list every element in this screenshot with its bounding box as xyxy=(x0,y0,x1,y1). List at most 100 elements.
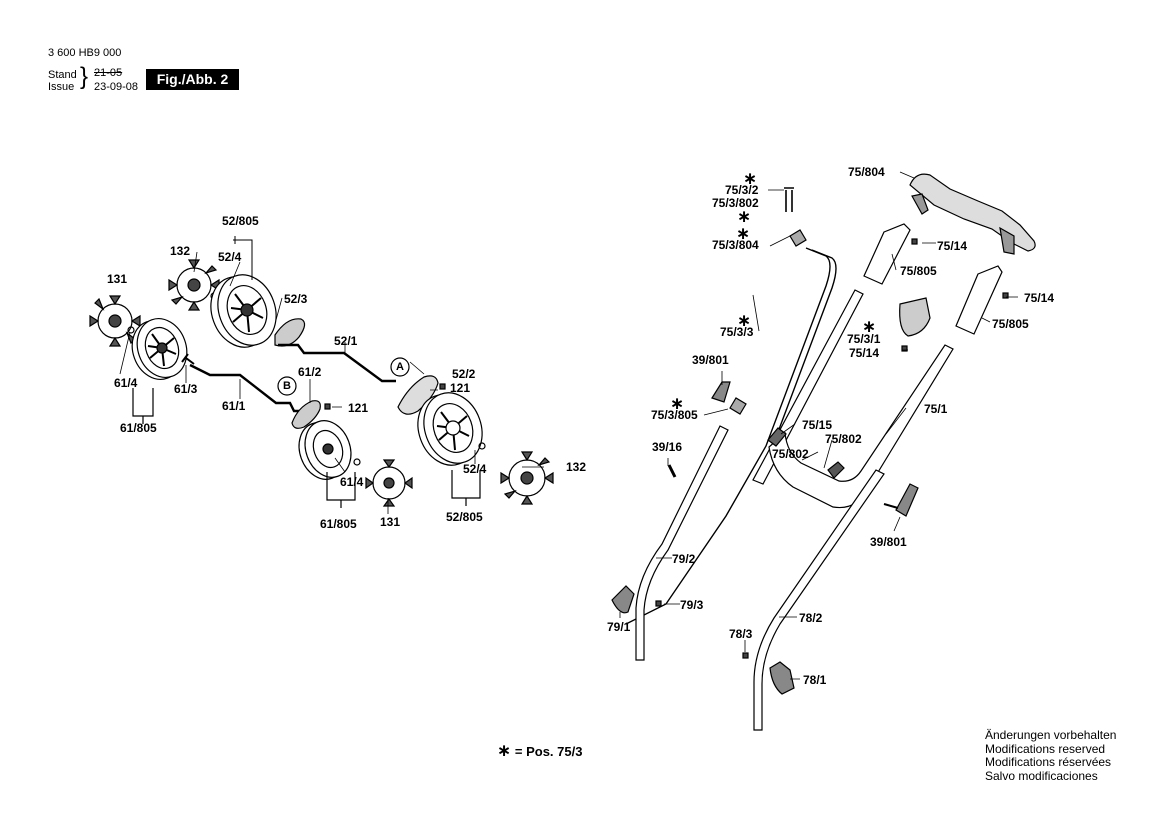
group-52-805-bottom xyxy=(451,470,481,506)
callout-75-14-mid: 75/14 xyxy=(849,346,880,360)
screw-78-3 xyxy=(742,652,749,659)
wheel-61-805-mid xyxy=(298,420,352,480)
part-number: 3 600 HB9 000 xyxy=(48,47,122,59)
part-75-3-2 xyxy=(784,187,794,212)
callout-75-14-right: 75/14 xyxy=(1024,291,1055,305)
star-1: ∗ xyxy=(743,169,758,188)
notice-en: Modifications reserved xyxy=(985,741,1106,756)
figure-label: Fig./Abb. 2 xyxy=(146,69,239,90)
wheel-52-805-bottom xyxy=(417,392,483,466)
clip-75-15 xyxy=(767,427,787,447)
callout-121-a: 121 xyxy=(450,381,471,395)
callout-79-3: 79/3 xyxy=(680,598,704,612)
knob-39-801-right xyxy=(895,483,919,517)
bracket-52-2 xyxy=(397,375,439,415)
hubcap-131-mid xyxy=(365,459,413,507)
callout-131-left: 131 xyxy=(107,272,128,286)
washer-52-4-right xyxy=(478,442,486,450)
bracket-61-2 xyxy=(291,400,321,429)
callout-61-2: 61/2 xyxy=(298,365,322,379)
callout-52-2: 52/2 xyxy=(452,367,476,381)
washer-61-4-left xyxy=(127,326,135,334)
star-2: ∗ xyxy=(737,207,752,226)
callout-61-4-left: 61/4 xyxy=(114,376,138,390)
screw-79-3 xyxy=(655,600,662,607)
group-52-805-top xyxy=(233,236,253,280)
tube-75-805-right xyxy=(955,265,1003,335)
callout-75-804: 75/804 xyxy=(848,165,885,179)
hubcap-132-right xyxy=(500,451,554,505)
callout-75-802-a: 75/802 xyxy=(772,447,809,461)
callout-61-4-mid: 61/4 xyxy=(340,475,364,489)
callout-75-3-2: 75/3/2 xyxy=(725,183,759,197)
bracket-52-3 xyxy=(274,318,306,347)
callout-52-3: 52/3 xyxy=(284,292,308,306)
legend: ∗ = Pos. 75/3 xyxy=(497,741,582,761)
callout-121-b: 121 xyxy=(348,401,369,415)
screw-121-b xyxy=(324,403,331,410)
part-75-3-805 xyxy=(729,397,747,415)
group-61-805-left xyxy=(132,388,154,424)
hubcap-131-left xyxy=(89,295,141,347)
group-61-805-mid xyxy=(326,472,356,508)
axle-61-1 xyxy=(189,363,310,413)
callout-52-805-bottom: 52/805 xyxy=(446,510,483,524)
notice-es: Salvo modificaciones xyxy=(985,768,1098,783)
cable-75-3-3 xyxy=(625,247,831,625)
callout-75-3-1: 75/3/1 xyxy=(847,332,881,346)
legend-star: ∗ xyxy=(497,741,512,760)
screw-121-a xyxy=(439,383,446,390)
bar-79-2 xyxy=(635,425,729,661)
star-6: ∗ xyxy=(670,394,685,413)
clip-75-802 xyxy=(827,461,845,479)
callout-78-1: 78/1 xyxy=(803,673,827,687)
notice-de: Änderungen vorbehalten xyxy=(985,728,1117,742)
callout-52-1: 52/1 xyxy=(334,334,358,348)
callout-131-mid: 131 xyxy=(380,515,401,529)
callout-39-801-right: 39/801 xyxy=(870,535,907,549)
bolt-61-3 xyxy=(181,353,195,365)
pin-39-16 xyxy=(667,464,677,478)
callout-79-1: 79/1 xyxy=(607,620,631,634)
star-3: ∗ xyxy=(736,224,751,243)
handle-75-804 xyxy=(909,173,1036,255)
marker-circle-a xyxy=(390,357,410,377)
callout-52-805-top: 52/805 xyxy=(222,214,259,228)
washer-61-4-mid xyxy=(353,458,361,466)
callout-75-3-802: 75/3/802 xyxy=(712,196,759,210)
callout-61-3: 61/3 xyxy=(174,382,198,396)
callout-39-801-left: 39/801 xyxy=(692,353,729,367)
callout-52-4-top: 52/4 xyxy=(218,250,242,264)
axle-52-1 xyxy=(278,343,396,383)
legend-text: = Pos. 75/3 xyxy=(514,744,583,759)
stand-label: Stand xyxy=(48,69,77,81)
screw-75-14-right xyxy=(1002,292,1009,299)
tube-75-805-top xyxy=(863,223,911,285)
issue-value: 23-09-08 xyxy=(94,81,139,93)
callout-75-802-b: 75/802 xyxy=(825,432,862,446)
brace-glyph: } xyxy=(80,63,89,90)
hubcap-132-top xyxy=(168,259,220,311)
star-4: ∗ xyxy=(862,317,877,336)
callout-61-805-left: 61/805 xyxy=(120,421,157,435)
issue-label: Issue xyxy=(48,81,75,93)
callout-132-top: 132 xyxy=(170,244,191,258)
bar-75-1 xyxy=(768,344,954,509)
callout-132-right: 132 xyxy=(566,460,587,474)
callout-75-1: 75/1 xyxy=(924,402,948,416)
callout-75-15: 75/15 xyxy=(802,418,833,432)
screw-75-14-mid xyxy=(901,345,908,352)
wheel-61-805-left xyxy=(131,318,188,380)
clamp-79-1 xyxy=(611,585,635,614)
knob-39-801-left xyxy=(711,381,731,403)
modifications-notice: Änderungen vorbehalten Modifications res… xyxy=(985,728,1117,783)
callout-52-4-right: 52/4 xyxy=(463,462,487,476)
marker-circle-b xyxy=(277,376,297,396)
screw-75-14-top xyxy=(911,238,918,245)
part-75-3-804 xyxy=(789,229,807,247)
clamp-78-1 xyxy=(769,661,795,695)
callout-61-805-mid: 61/805 xyxy=(320,517,357,531)
wheel-52-805-top xyxy=(210,274,277,348)
callout-75-3-3: 75/3/3 xyxy=(720,325,754,339)
